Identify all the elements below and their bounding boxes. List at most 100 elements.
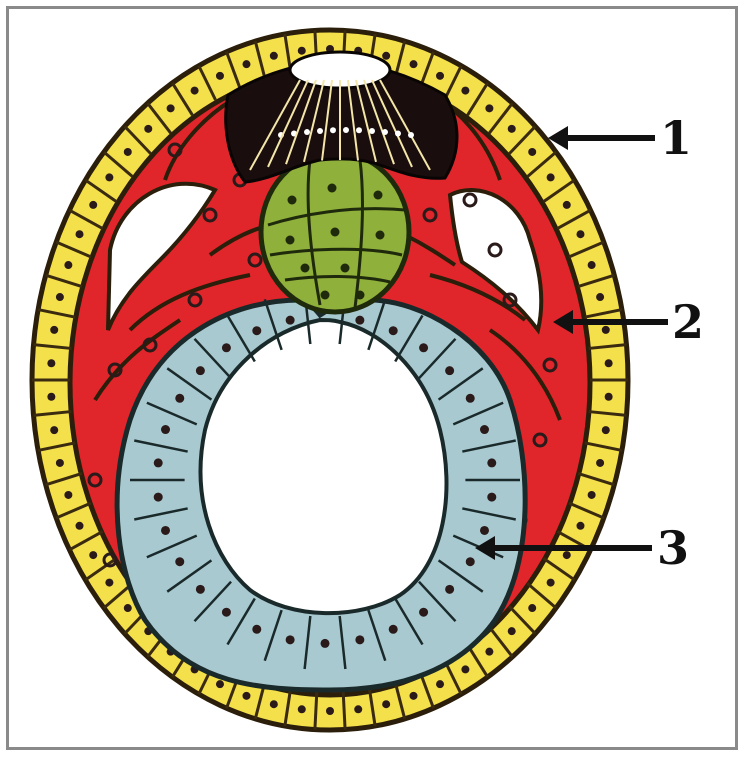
polar-cap-dot <box>408 132 414 138</box>
inner-cell-nucleus <box>321 639 330 648</box>
inner-cell-nucleus <box>389 625 398 634</box>
inner-cell-nucleus <box>252 326 261 335</box>
outer-cell-nucleus <box>47 393 55 401</box>
outer-cell-nucleus <box>602 426 610 434</box>
polar-cap-dot <box>304 129 310 135</box>
inner-cell-nucleus <box>161 526 170 535</box>
outer-cell-nucleus <box>50 426 58 434</box>
outer-cell-nucleus <box>191 87 199 95</box>
inner-mass-nucleus <box>301 264 310 273</box>
inner-mass-nucleus <box>286 236 295 245</box>
outer-cell-nucleus <box>56 293 64 301</box>
outer-cell-nucleus <box>242 692 250 700</box>
inner-cell-nucleus <box>252 625 261 634</box>
inner-mass-nucleus <box>321 291 330 300</box>
outer-cell-nucleus <box>382 52 390 60</box>
marker-label-3: 3 <box>657 521 689 575</box>
outer-cell-nucleus <box>410 692 418 700</box>
outer-cell-nucleus <box>242 60 250 68</box>
outer-cell-nucleus <box>298 47 306 55</box>
outer-cell-nucleus <box>563 551 571 559</box>
outer-cell-nucleus <box>270 700 278 708</box>
inner-cell-nucleus <box>154 458 163 467</box>
outer-cell-nucleus <box>167 104 175 112</box>
outer-cell-nucleus <box>64 261 72 269</box>
outer-cell-nucleus <box>602 326 610 334</box>
inner-mass-nucleus <box>376 231 385 240</box>
outer-cell-nucleus <box>485 648 493 656</box>
outer-cell-nucleus <box>596 459 604 467</box>
outer-cell-nucleus <box>216 72 224 80</box>
outer-cell-nucleus <box>144 125 152 133</box>
inner-cell-nucleus <box>389 326 398 335</box>
outer-cell-nucleus <box>576 522 584 530</box>
outer-cell-nucleus <box>76 522 84 530</box>
polar-cap-dot <box>343 127 349 133</box>
outer-cell-nucleus <box>588 491 596 499</box>
inner-mass-nucleus <box>341 264 350 273</box>
marker-1: 1 <box>548 111 692 165</box>
outer-cell-nucleus <box>410 60 418 68</box>
outer-cell-nucleus <box>298 705 306 713</box>
outer-cell-divider <box>343 692 345 730</box>
polar-cap-dot <box>395 130 401 136</box>
outer-cell-nucleus <box>89 551 97 559</box>
inner-cell-nucleus <box>161 425 170 434</box>
outer-cell-nucleus <box>50 326 58 334</box>
outer-cell-nucleus <box>508 125 516 133</box>
inner-cell-nucleus <box>487 493 496 502</box>
inner-cell-nucleus <box>196 366 205 375</box>
inner-cell-nucleus <box>419 343 428 352</box>
outer-cell-nucleus <box>270 52 278 60</box>
outer-cell-nucleus <box>436 680 444 688</box>
inner-cell-nucleus <box>175 557 184 566</box>
marker-label-1: 1 <box>660 111 692 165</box>
inner-cell-nucleus <box>466 557 475 566</box>
inner-cell-nucleus <box>445 366 454 375</box>
inner-cell-nucleus <box>222 608 231 617</box>
inner-cell-nucleus <box>196 585 205 594</box>
marker-label-2: 2 <box>672 295 704 349</box>
outer-cell-nucleus <box>382 700 390 708</box>
inner-mass-nucleus <box>328 184 337 193</box>
outer-cell-nucleus <box>436 72 444 80</box>
inner-cell-nucleus <box>419 608 428 617</box>
inner-cell-nucleus <box>487 458 496 467</box>
outer-cell-nucleus <box>563 201 571 209</box>
outer-cell-nucleus <box>547 173 555 181</box>
inner-cell-nucleus <box>154 493 163 502</box>
inner-cell-nucleus <box>355 635 364 644</box>
outer-cell-nucleus <box>605 359 613 367</box>
outer-cell-nucleus <box>596 293 604 301</box>
outer-cell-nucleus <box>89 201 97 209</box>
inner-cell-nucleus <box>175 394 184 403</box>
inner-mass-nucleus <box>374 191 383 200</box>
outer-cell-nucleus <box>461 665 469 673</box>
polar-cap-dot <box>330 127 336 133</box>
outer-cell-nucleus <box>547 579 555 587</box>
inner-cell-nucleus <box>286 316 295 325</box>
inner-cell-layer <box>117 300 525 690</box>
outer-cell-nucleus <box>56 459 64 467</box>
inner-cell-nucleus <box>222 343 231 352</box>
inner-cell-nucleus <box>286 635 295 644</box>
polar-cap-dot <box>356 127 362 133</box>
inner-mass-nucleus <box>288 196 297 205</box>
outer-cell-nucleus <box>124 604 132 612</box>
inner-cell-nucleus <box>445 585 454 594</box>
inner-cell-nucleus <box>480 526 489 535</box>
outer-cell-nucleus <box>508 627 516 635</box>
inner-cell-nucleus <box>355 316 364 325</box>
outer-cell-nucleus <box>105 579 113 587</box>
outer-cell-nucleus <box>216 680 224 688</box>
outer-cell-nucleus <box>588 261 596 269</box>
outer-cell-nucleus <box>64 491 72 499</box>
outer-cell-nucleus <box>76 230 84 238</box>
outer-cell-nucleus <box>461 87 469 95</box>
outer-cell-nucleus <box>528 604 536 612</box>
inner-cell-nucleus <box>466 394 475 403</box>
inner-mass-nucleus <box>356 291 365 300</box>
inner-cell-nucleus <box>480 425 489 434</box>
outer-cell-nucleus <box>576 230 584 238</box>
